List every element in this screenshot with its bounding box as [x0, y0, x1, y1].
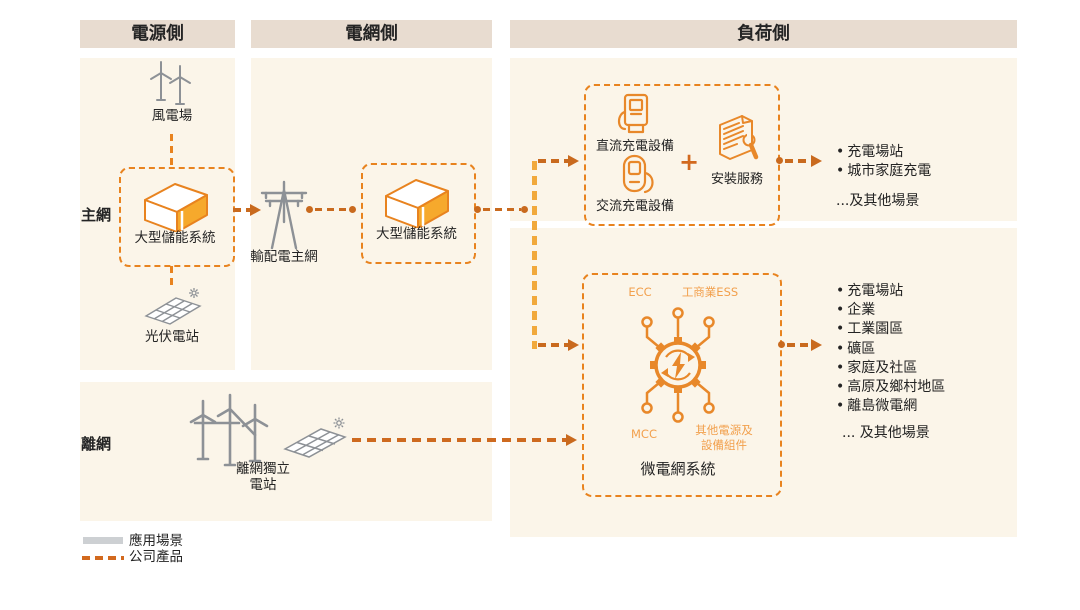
install-service-icon	[719, 115, 759, 160]
off-grid-solar-panel-icon	[283, 417, 347, 458]
row-label-main-grid: 主網	[81, 206, 112, 224]
connector-dot	[776, 157, 783, 164]
off-grid-wind-turbines-icon	[189, 393, 269, 467]
microgrid-hub-icon	[641, 307, 715, 423]
list-item: •礦區	[836, 340, 876, 357]
arrow-charging-out-line	[785, 159, 811, 163]
connector-dot	[306, 206, 313, 213]
legend-application-swatch	[83, 537, 123, 544]
ac-charger-icon	[622, 154, 654, 194]
list-item: •工業園區	[836, 321, 904, 338]
grid-ess-label: 大型儲能系統	[376, 226, 457, 242]
storage-container-icon	[144, 183, 208, 232]
off-grid-station-label-line2: 電站	[249, 477, 277, 493]
microgrid-title: 微電網系統	[640, 460, 716, 478]
connector-ess-to-pv	[170, 266, 173, 290]
ci-ess-label: 工商業ESS	[681, 285, 739, 299]
list-more: ...及其他場景	[836, 193, 920, 210]
wind-farm-label: 風電場	[151, 108, 193, 124]
solar-panel-icon	[144, 288, 202, 325]
plus-sign: +	[679, 147, 700, 176]
header-load-side: 負荷側	[510, 20, 1017, 48]
dc-charger-icon	[617, 93, 649, 134]
legend-products-label: 公司產品	[129, 549, 183, 565]
header-grid-side: 電網側	[251, 20, 492, 48]
header-power-side: 電源側	[80, 20, 235, 48]
sun-icon	[189, 288, 199, 298]
list-item: •離島微電網	[836, 398, 918, 415]
branch-top-arrowhead	[568, 155, 579, 167]
ac-charging-label: 交流充電設備	[595, 199, 674, 214]
panel-off-grid	[80, 382, 492, 521]
branch-vertical-line	[532, 161, 537, 349]
power-ess-box	[119, 167, 235, 267]
charging-equipment-box	[584, 84, 780, 226]
connector-tower-to-ess	[315, 208, 349, 211]
branch-bottom-arrowhead	[568, 339, 579, 351]
connector-ess-to-branch	[483, 208, 521, 211]
other-components-label-line1: 其他電源及	[695, 423, 753, 437]
microgrid-box	[582, 273, 782, 497]
legend-application-label: 應用場景	[129, 533, 183, 549]
grid-ess-box	[361, 163, 476, 264]
pv-station-label: 光伏電站	[145, 329, 199, 345]
connector-dot	[521, 206, 528, 213]
microgrid-output-list: •充電場站 •企業 •工業園區 •礦區 •家庭及社區 •高原及鄉村地區 •離島微…	[836, 282, 945, 442]
panel-grid-side	[251, 58, 492, 370]
legend-products-swatch	[82, 556, 124, 560]
charging-output-list: •充電場站 •城市家庭充電 ...及其他場景	[836, 143, 931, 210]
connector-dot	[474, 206, 481, 213]
arrow-offgrid-to-microgrid-head	[566, 434, 577, 446]
transmission-tower-icon	[260, 180, 308, 250]
arrow-charging-out-head	[811, 155, 822, 167]
list-item: •城市家庭充電	[836, 163, 932, 180]
arrow-microgrid-out-head	[811, 339, 822, 351]
mcc-label: MCC	[631, 427, 657, 441]
list-item: •充電場站	[836, 144, 904, 160]
install-service-label: 安裝服務	[710, 172, 763, 187]
dc-charging-label: 直流充電設備	[595, 139, 674, 154]
connector-wind-to-ess	[170, 134, 173, 166]
list-item: •家庭及社區	[836, 359, 918, 376]
storage-container-icon	[385, 179, 449, 228]
list-item: •充電場站	[836, 283, 904, 299]
arrow-offgrid-to-microgrid-line	[352, 438, 566, 442]
branch-bottom-line	[538, 343, 568, 347]
other-components-label-line2: 設備組件	[701, 438, 747, 452]
power-ess-label: 大型儲能系統	[134, 230, 216, 246]
transmission-grid-label: 輸配電主網	[250, 249, 318, 265]
panel-load-microgrid	[510, 228, 1017, 537]
list-more: ... 及其他場景	[842, 425, 930, 442]
list-item: •企業	[836, 302, 876, 319]
arrow-microgrid-out-line	[787, 343, 811, 347]
list-item: •高原及鄉村地區	[836, 379, 946, 396]
connector-dot	[778, 341, 785, 348]
arrow-ess-to-tower-line	[233, 208, 251, 212]
connector-dot	[349, 206, 356, 213]
off-grid-station-label-line1: 離網獨立	[236, 461, 290, 477]
branch-top-line	[538, 159, 568, 163]
arrow-ess-to-tower-head	[250, 204, 261, 216]
wind-turbine-icon	[150, 61, 191, 105]
row-label-off-grid: 離網	[81, 435, 112, 453]
ecc-label: ECC	[628, 285, 652, 299]
sun-icon	[333, 417, 345, 429]
